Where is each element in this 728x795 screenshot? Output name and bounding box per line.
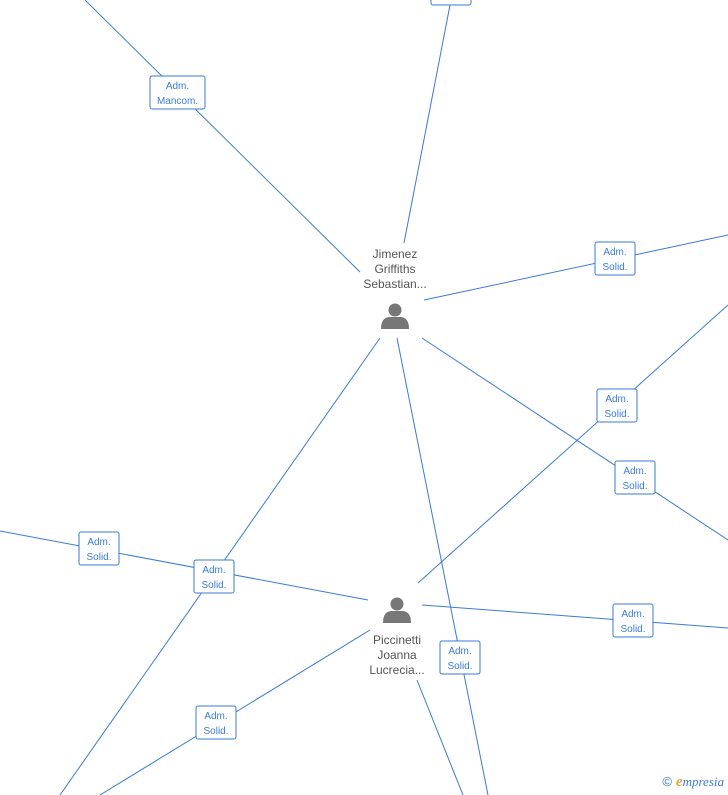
brand-name: mpresia <box>682 774 724 789</box>
edge-line <box>0 530 369 601</box>
edge-line <box>84 0 361 273</box>
relation-label-text: Solid. <box>620 624 645 635</box>
relation-label-text: Solid. <box>602 262 627 273</box>
relation-label-text: Mancom. <box>157 96 198 107</box>
relation-label-text: Solid. <box>622 481 647 492</box>
relation-label[interactable]: Adm. Solid. <box>439 640 481 675</box>
relation-label-box[interactable] <box>614 460 656 495</box>
relation-label[interactable]: Adm. Solid. <box>193 559 235 594</box>
relation-label-box[interactable] <box>594 241 636 276</box>
relation-label[interactable]: Adm. Solid. <box>594 241 636 276</box>
person-name[interactable]: Joanna <box>377 648 417 662</box>
brand-initial: e <box>675 774 683 790</box>
relation-label[interactable]: Adm. Solid. <box>612 603 654 638</box>
relation-label[interactable]: Adm. Solid. <box>195 705 237 740</box>
relation-label-box[interactable] <box>193 559 235 594</box>
relation-label-text: Adm. <box>605 394 628 405</box>
person-name[interactable]: Lucrecia... <box>369 663 424 677</box>
relation-label-text: Adm. <box>166 81 189 92</box>
relation-label[interactable]: Adm. Mancom. <box>149 75 206 110</box>
edge-line <box>417 304 728 584</box>
edge-line <box>423 234 728 301</box>
edge-line <box>416 679 464 795</box>
person-name[interactable]: Piccinetti <box>373 633 421 647</box>
relation-label-text: Adm. <box>603 247 626 258</box>
relation-label-clipped[interactable] <box>430 0 472 6</box>
edge-line <box>403 4 451 244</box>
relation-label-text: Adm. <box>448 646 471 657</box>
relation-label-text: Solid. <box>447 661 472 672</box>
empresia-watermark: ©empresia <box>662 774 724 791</box>
person-name[interactable]: Sebastian... <box>363 277 426 291</box>
relation-label-box[interactable] <box>596 388 638 423</box>
person-icon <box>381 303 409 329</box>
relation-label-text: Adm. <box>623 466 646 477</box>
relation-label-text: Solid. <box>203 726 228 737</box>
relation-label-text: Adm. <box>87 537 110 548</box>
relation-label-text: Solid. <box>604 409 629 420</box>
relation-labels: Adm. Mancom. Adm. Solid. Adm. Solid. Adm. Solid… <box>78 75 656 740</box>
person-icon <box>383 597 411 623</box>
edge-line <box>421 604 728 629</box>
relation-label-box[interactable] <box>612 603 654 638</box>
relation-label-text: Solid. <box>201 580 226 591</box>
relation-label-text: Adm. <box>621 609 644 620</box>
relation-label[interactable]: Adm. Solid. <box>596 388 638 423</box>
edge-line <box>421 337 728 541</box>
copyright-symbol: © <box>662 774 672 789</box>
relation-label[interactable]: Adm. Solid. <box>78 531 120 566</box>
relation-label-box[interactable] <box>439 640 481 675</box>
relation-label-box[interactable] <box>78 531 120 566</box>
person-node[interactable]: JimenezGriffithsSebastian... <box>363 247 427 329</box>
person-name[interactable]: Griffiths <box>374 262 415 276</box>
person-name[interactable]: Jimenez <box>373 247 418 261</box>
relation-label-text: Solid. <box>86 552 111 563</box>
relation-label-text: Adm. <box>204 711 227 722</box>
relation-label[interactable]: Adm. Solid. <box>614 460 656 495</box>
relation-label-box[interactable] <box>149 75 206 110</box>
edge-line <box>396 337 489 795</box>
relation-label-box[interactable] <box>195 705 237 740</box>
person-node[interactable]: PiccinettiJoannaLucrecia... <box>369 597 425 678</box>
relation-label-text: Adm. <box>202 565 225 576</box>
